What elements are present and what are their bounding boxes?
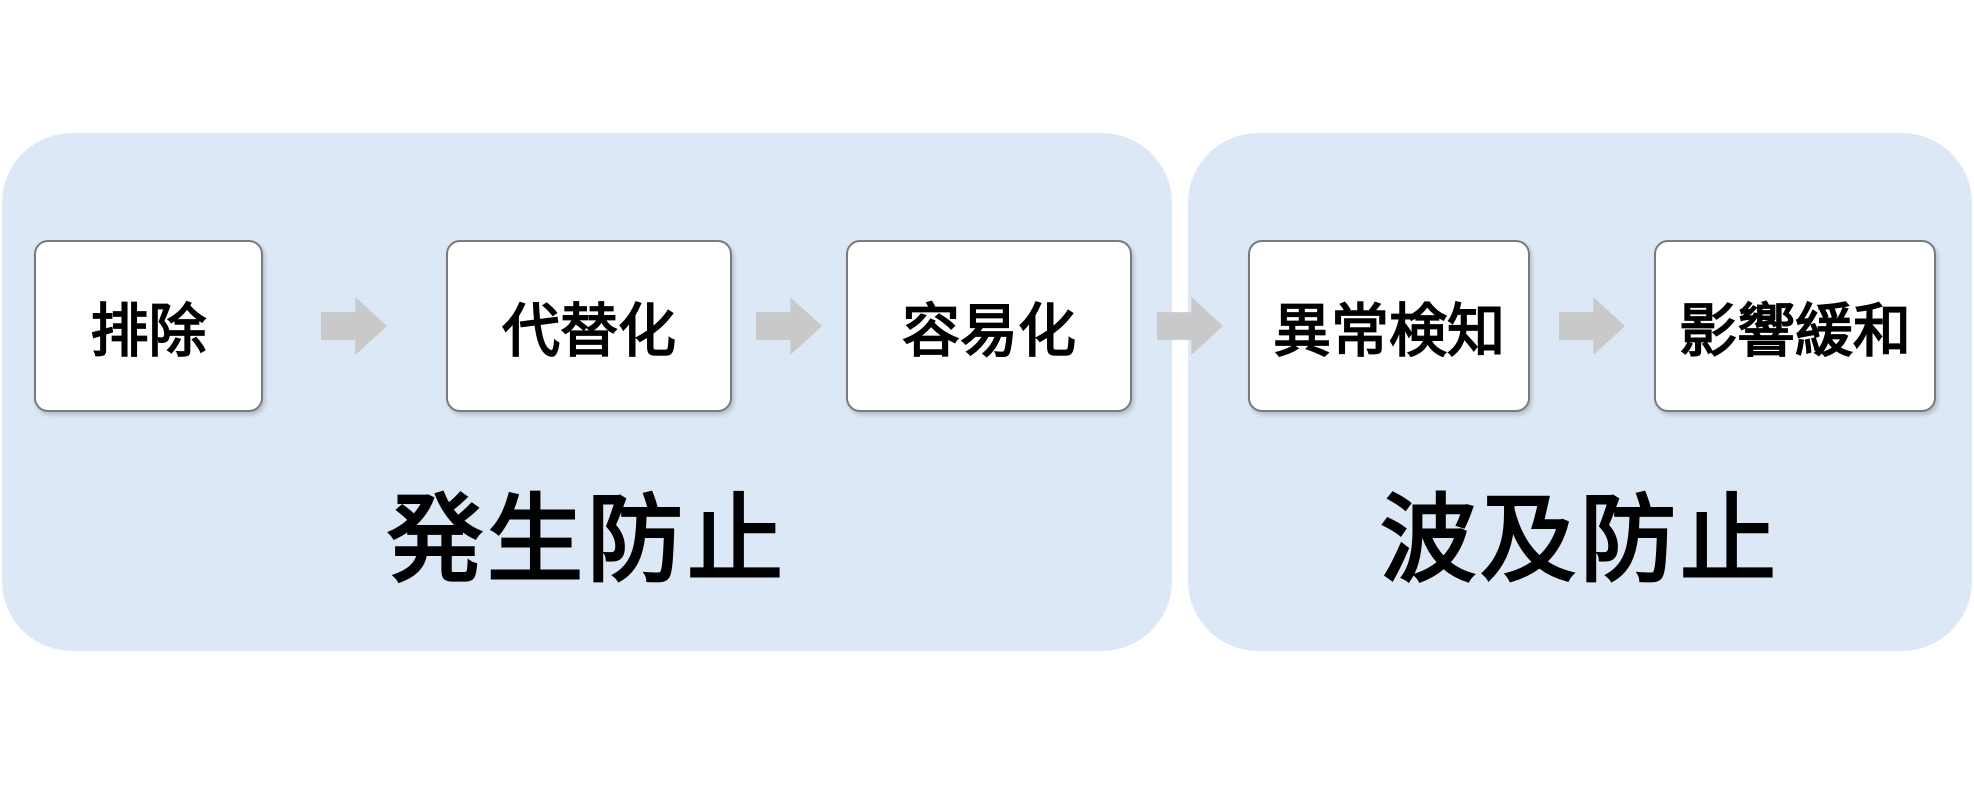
step-box-substitution: 代替化: [446, 240, 732, 412]
group-occurrence-prevention-label: 発生防止: [387, 487, 787, 594]
group-spread-prevention-label: 波及防止: [1380, 487, 1780, 594]
step-box-anomaly-detection: 異常検知: [1248, 240, 1530, 412]
step-box-facilitation: 容易化: [846, 240, 1132, 412]
step-box-elimination: 排除: [34, 240, 263, 412]
step-box-impact-mitigation: 影響緩和: [1654, 240, 1936, 412]
